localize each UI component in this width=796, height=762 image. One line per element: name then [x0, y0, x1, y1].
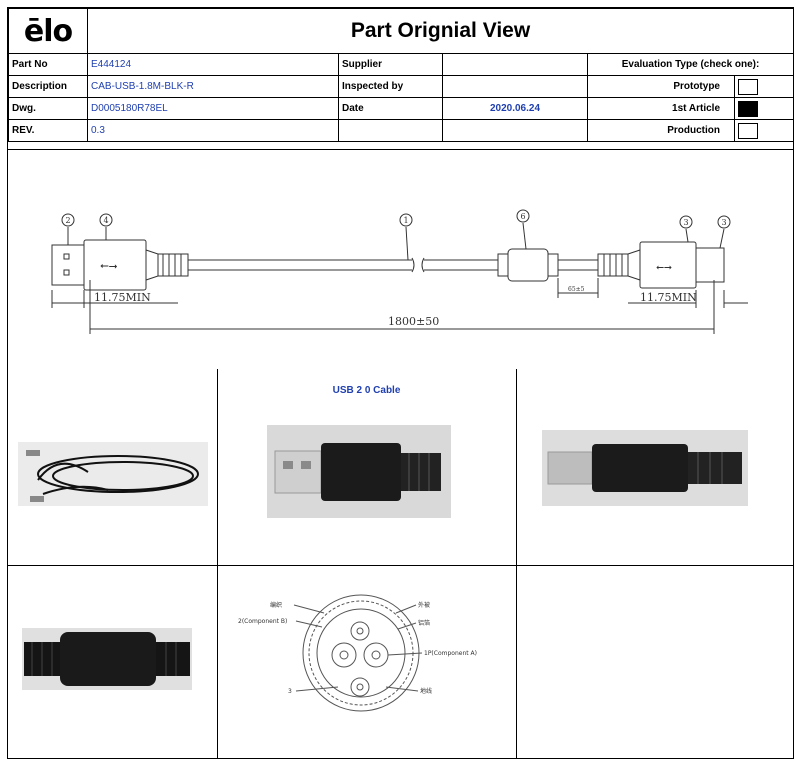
header-table: ēlo Part Orignial View Part No E444124 S…: [8, 8, 795, 142]
callout-label: 1: [403, 216, 408, 225]
dim-left: 11.75MIN: [94, 291, 151, 304]
cross-label: 铝箔: [418, 619, 430, 627]
plug-window: [63, 253, 70, 260]
usb-a-photo: [267, 425, 451, 518]
description-label: Description: [8, 75, 88, 98]
usb-b-svg: [547, 444, 742, 492]
ferrite-core: [507, 248, 549, 282]
supplier-label: Supplier: [338, 53, 443, 76]
dim-right: 11.75MIN: [640, 291, 697, 304]
empty-cell: [442, 119, 588, 142]
strain-relief: [145, 249, 159, 281]
cross-label: 1P(Component A): [424, 650, 477, 657]
part-no-label: Part No: [8, 53, 88, 76]
evaluation-type-label: Evaluation Type (check one):: [586, 53, 795, 76]
prototype-label: Prototype: [587, 75, 735, 98]
cross-label: 地线: [420, 687, 432, 695]
callout-label: 2: [65, 216, 70, 225]
date-value: 2020.06.24: [442, 97, 588, 120]
first-article-checkbox[interactable]: [738, 100, 758, 117]
strain-relief-ribs-b: [597, 253, 629, 277]
date-label: Date: [338, 97, 443, 120]
dwg-label: Dwg.: [8, 97, 88, 120]
rev-label: REV.: [8, 119, 88, 142]
cross-section-svg: 编织 外被 2(Component B) 铝箔 1P(Component A) …: [238, 594, 477, 712]
strain-relief-ribs: [157, 253, 189, 277]
first-article-label: 1st Article: [587, 97, 735, 120]
dwg-value: D0005180R78EL: [87, 97, 339, 120]
gallery-caption: USB 2 0 Cable: [332, 385, 401, 396]
ferrite-svg: [24, 632, 190, 686]
callout-label: 4: [103, 216, 108, 225]
svg-text:⭠⭢: ⭠⭢: [656, 262, 672, 273]
usb-b-photo: [542, 430, 748, 506]
cross-label: 编织: [270, 601, 282, 609]
production-checkbox-cell: [733, 119, 795, 142]
callout-label: 6: [520, 212, 525, 221]
coiled-cable-svg: [26, 450, 199, 502]
cross-label: 外被: [418, 601, 430, 609]
svg-text:⭠⭢: ⭠⭢: [100, 260, 118, 272]
cross-label: 2(Component B): [238, 618, 287, 625]
inspected-by-label: Inspected by: [338, 75, 443, 98]
cross-label: 3: [288, 688, 292, 695]
first-article-checkbox-cell: [733, 97, 795, 120]
cable-drawing: ⭠⭢ ⭠⭢: [8, 149, 793, 370]
supplier-value: [442, 53, 588, 76]
photo-grid: USB 2 0 Cable: [8, 369, 793, 758]
usb-a-plug: [51, 244, 85, 286]
rev-value: 0.3: [87, 119, 339, 142]
coiled-cable-photo: [18, 442, 208, 506]
inspected-by-value: [442, 75, 588, 98]
prototype-checkbox[interactable]: [738, 78, 758, 95]
ferrite-photo: [22, 628, 192, 690]
part-no-value: E444124: [87, 53, 339, 76]
empty-cell: [338, 119, 443, 142]
production-label: Production: [587, 119, 735, 142]
plug-window: [63, 269, 70, 276]
dim-total: 1800±50: [388, 315, 439, 328]
description-value: CAB-USB-1.8M-BLK-R: [87, 75, 339, 98]
elo-logo: ēlo: [8, 8, 88, 54]
page-title: Part Orignial View: [86, 8, 795, 54]
usb-a-svg: [274, 443, 441, 501]
production-checkbox[interactable]: [738, 122, 758, 139]
cable-drawing-svg: ⭠⭢ ⭠⭢: [51, 209, 748, 334]
callout-label: 3: [683, 218, 688, 227]
usb-b-plug: [695, 247, 725, 283]
dim-small: 65±5: [568, 286, 585, 293]
prototype-checkbox-cell: [733, 75, 795, 98]
cross-section-diagram: 编织 外被 2(Component B) 铝箔 1P(Component A) …: [226, 591, 510, 721]
inspection-sheet: ēlo Part Orignial View Part No E444124 S…: [7, 7, 795, 759]
callout-label: 3: [721, 218, 726, 227]
